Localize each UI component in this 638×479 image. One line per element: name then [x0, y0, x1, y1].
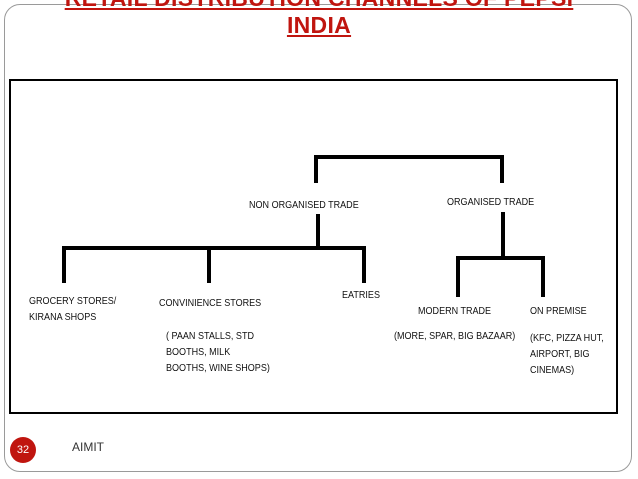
- footer-label: AIMIT: [72, 440, 104, 454]
- node-on-premise-detail: (KFC, PIZZA HUT, AIRPORT, BIG CINEMAS): [530, 332, 604, 376]
- tree-connectors: [62, 155, 545, 297]
- node-convenience-stores: CONVINIENCE STORES: [159, 297, 262, 309]
- slide-title: RETAIL DISTRIBUTION CHANNELS OF PEPSI: [0, 0, 638, 12]
- node-eatries: EATRIES: [342, 289, 380, 301]
- node-non-organised-trade: NON ORGANISED TRADE: [249, 199, 359, 211]
- slide-title-line2: INDIA: [286, 12, 352, 38]
- node-convenience-stores-detail: ( PAAN STALLS, STD BOOTHS, MILK BOOTHS, …: [166, 330, 270, 374]
- distribution-tree-diagram: NON ORGANISED TRADE ORGANISED TRADE GROC…: [9, 79, 618, 414]
- node-organised-trade: ORGANISED TRADE: [447, 196, 535, 208]
- page-number-badge: 32: [10, 437, 36, 463]
- node-grocery-stores: GROCERY STORES/ KIRANA SHOPS: [29, 295, 117, 323]
- node-modern-trade-detail: (MORE, SPAR, BIG BAZAAR): [394, 330, 516, 342]
- node-on-premise: ON PREMISE: [530, 305, 587, 317]
- node-modern-trade: MODERN TRADE: [418, 305, 492, 317]
